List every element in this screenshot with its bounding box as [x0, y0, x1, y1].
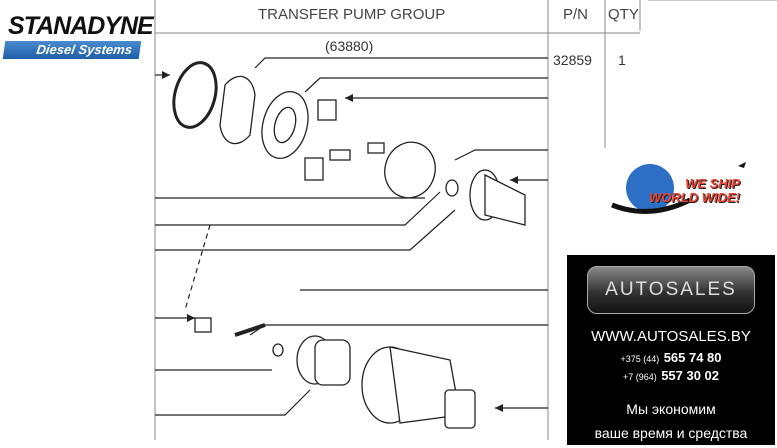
phone2-prefix: +7 (964) — [622, 372, 657, 382]
qty-header: QTY — [608, 6, 639, 23]
table-title: TRANSFER PUMP GROUP — [258, 6, 446, 23]
phone2-number: 557 30 02 — [661, 368, 720, 383]
callout-lines — [155, 57, 548, 416]
parts — [172, 61, 526, 429]
globe-icon — [611, 162, 746, 214]
ship-worldwide-badge: WE SHIP WORLD WIDE! — [610, 160, 760, 225]
slogan-line2: ваше время и средства — [594, 425, 748, 441]
autosales-logo: AUTOSALES — [587, 266, 755, 314]
ship-line1: WE SHIP — [685, 176, 740, 191]
website: WWW.AUTOSALES.BY — [591, 328, 751, 345]
autosales-ad: AUTOSALES WWW.AUTOSALES.BY +375 (44) 565… — [567, 255, 775, 445]
part-number: 32859 — [553, 52, 592, 68]
quantity: 1 — [618, 52, 626, 68]
pn-header: P/N — [563, 6, 589, 23]
phone1-prefix: +375 (44) — [620, 354, 660, 364]
airplane-icon — [738, 162, 746, 168]
group-number: (63880) — [325, 38, 374, 54]
slogan-line1: Мы экономим — [626, 401, 716, 417]
phone1-number: 565 74 80 — [663, 350, 722, 365]
ship-line2: WORLD WIDE! — [649, 190, 740, 205]
brand-logo: STANADYNE — [8, 12, 154, 40]
